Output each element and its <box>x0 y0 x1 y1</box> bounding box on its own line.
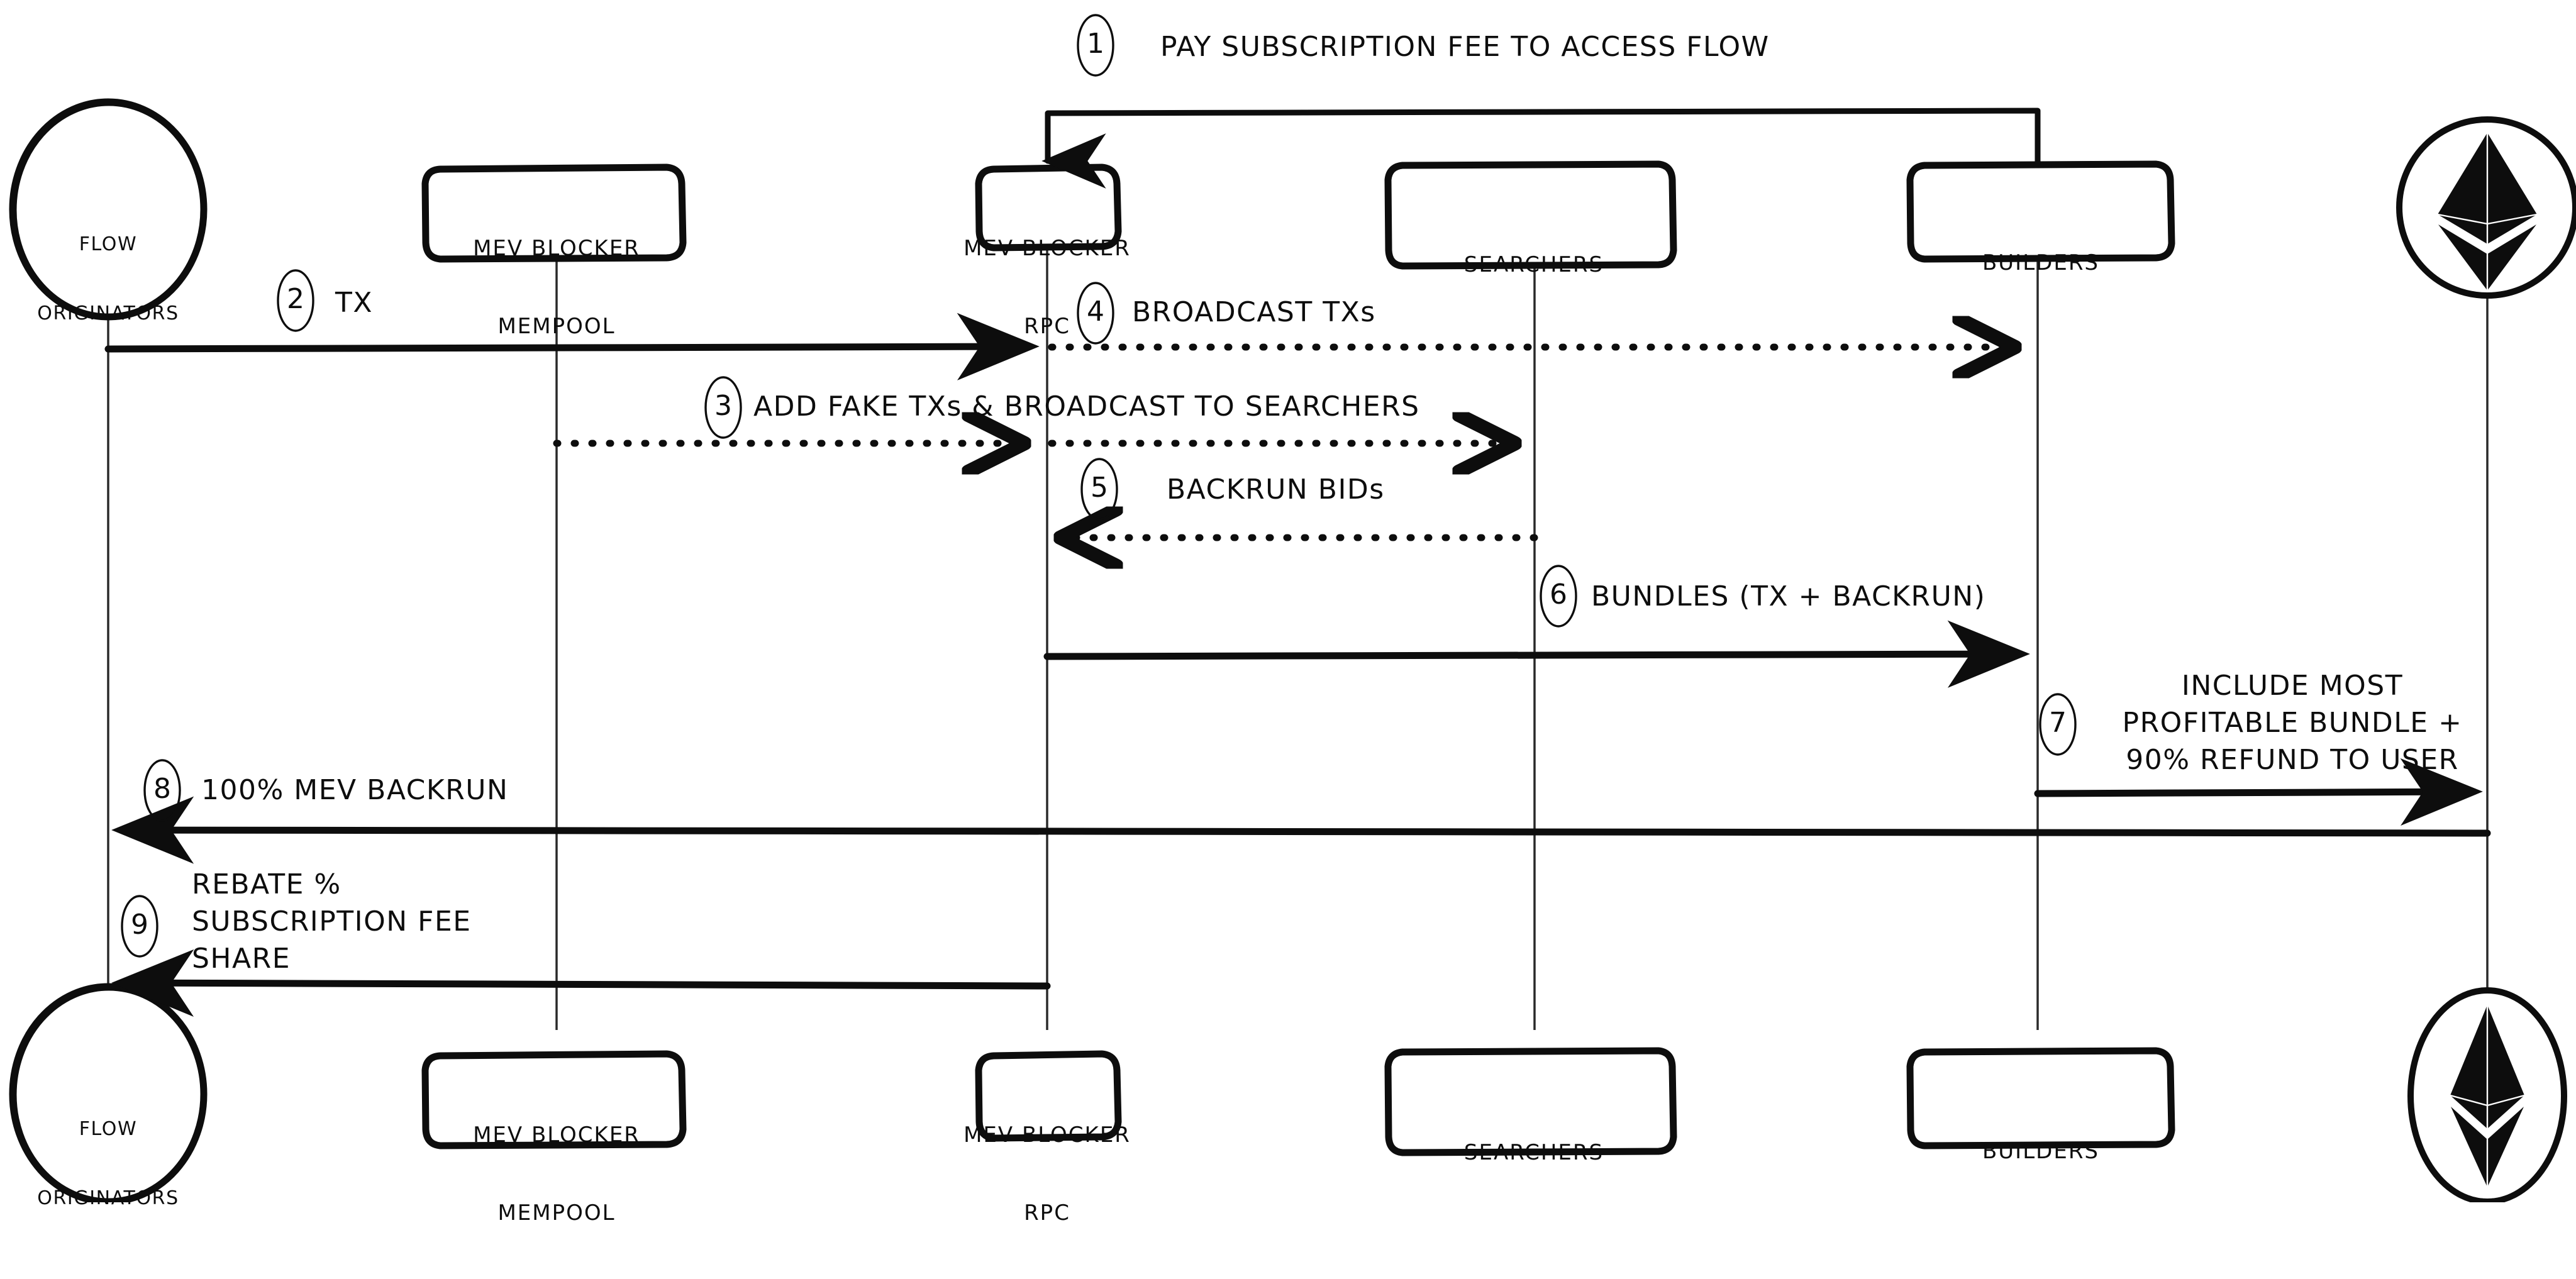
participant-shape-flow-bottom[interactable] <box>9 983 208 1202</box>
participant-shape-builders-top[interactable] <box>1906 160 2175 263</box>
seq-number-6: 6 <box>1550 579 1567 611</box>
message-label-1: PAY SUBSCRIPTION FEE TO ACCESS FLOW <box>1160 31 1770 63</box>
ethereum-logo-facets-bottom <box>2449 1004 2526 1188</box>
participant-label-builders-bottom-line1: BUILDERS <box>1982 1138 2100 1164</box>
diagram-svg <box>9 14 2576 1202</box>
message-arrow-8[interactable] <box>111 796 2491 864</box>
participant-label-rpc-bottom-line1: MEV BLOCKER <box>963 1122 1131 1148</box>
participant-label-rpc-bottom: MEV BLOCKER RPC <box>921 1070 1173 1279</box>
seq-badge-4[interactable] <box>1077 282 1114 345</box>
participant-label-flow-top: FLOW ORIGINATORS <box>26 187 190 372</box>
sequence-diagram-canvas: FLOW ORIGINATORS MEV BLOCKER MEMPOOL MEV… <box>9 14 2576 1226</box>
seq-badge-9[interactable] <box>121 895 158 958</box>
seq-number-9: 9 <box>131 909 148 941</box>
message-label-6: BUNDLES (TX + BACKRUN) <box>1591 580 1986 612</box>
message-label-9: REBATE % SUBSCRIPTION FEE SHARE <box>192 868 472 975</box>
participant-label-mempool-bottom-line1: MEV BLOCKER <box>473 1122 640 1148</box>
seq-number-5: 5 <box>1091 472 1108 504</box>
seq-number-7: 7 <box>2049 707 2067 739</box>
message-label-7: INCLUDE MOST PROFITABLE BUNDLE + 90% REF… <box>2122 670 2463 776</box>
seq-number-3: 3 <box>714 390 732 422</box>
seq-badge-6[interactable] <box>1540 565 1577 628</box>
participant-label-mempool-top: MEV BLOCKER MEMPOOL <box>431 184 682 392</box>
ethereum-logo-facets <box>2436 131 2538 292</box>
seq-number-2: 2 <box>287 283 304 315</box>
participant-label-searchers-bottom-line1: SEARCHERS <box>1463 1139 1604 1165</box>
seq-badge-3[interactable] <box>704 376 742 439</box>
participant-shape-rpc-bottom[interactable] <box>975 1050 1122 1142</box>
participant-label-searchers-top: SEARCHERS <box>1405 200 1663 330</box>
message-arrow-6[interactable] <box>1043 620 2030 688</box>
seq-badge-7[interactable] <box>2039 693 2077 756</box>
message-label-4: BROADCAST TXs <box>1132 296 1376 328</box>
participant-shapes-top <box>9 98 2576 321</box>
message-label-5: BACKRUN BIDs <box>1167 473 1385 506</box>
participant-label-searchers-top-line1: SEARCHERS <box>1463 252 1604 277</box>
participant-label-flow-bottom-line1: FLOW <box>79 1118 138 1141</box>
participant-label-builders-top: BUILDERS <box>1912 198 2170 328</box>
participant-label-mempool-top-line1: MEV BLOCKER <box>473 235 640 261</box>
lifelines <box>107 246 2489 1030</box>
participant-shape-searchers-bottom[interactable] <box>1384 1047 1677 1156</box>
seq-number-8: 8 <box>153 773 171 805</box>
seq-number-1: 1 <box>1087 28 1104 60</box>
participant-label-rpc-bottom-line2: RPC <box>1024 1200 1070 1226</box>
message-arrow-7[interactable] <box>2034 758 2483 826</box>
participant-label-flow-bottom: FLOW ORIGINATORS <box>26 1072 190 1256</box>
message-label-8: 100% MEV BACKRUN <box>201 774 509 806</box>
participant-shapes-bottom <box>9 983 2567 1202</box>
participant-label-searchers-bottom: SEARCHERS <box>1405 1088 1663 1218</box>
message-label-2: TX <box>335 287 374 319</box>
participant-label-mempool-top-line2: MEMPOOL <box>497 314 616 340</box>
participant-shape-flow-top[interactable] <box>9 98 208 321</box>
participant-label-mempool-bottom-line2: MEMPOOL <box>497 1200 616 1226</box>
participant-label-builders-bottom: BUILDERS <box>1912 1087 2170 1217</box>
seq-badge-5[interactable] <box>1080 458 1118 521</box>
participant-shape-mempool-top[interactable] <box>421 163 687 263</box>
participant-label-builders-top-line1: BUILDERS <box>1982 250 2100 275</box>
seq-badge-1[interactable] <box>1077 14 1114 77</box>
seq-number-4: 4 <box>1087 296 1104 328</box>
participant-label-mempool-bottom: MEV BLOCKER MEMPOOL <box>431 1070 682 1279</box>
message-arrow-9[interactable] <box>111 949 1051 1017</box>
participant-label-flow-top-line1: FLOW <box>79 233 138 256</box>
participant-shape-mempool-bottom[interactable] <box>421 1050 687 1149</box>
sequence-number-badges <box>121 14 2077 958</box>
participant-label-rpc-top-line1: MEV BLOCKER <box>963 235 1131 261</box>
participant-label-flow-top-line2: ORIGINATORS <box>37 302 179 324</box>
participant-shape-flow-bottom-inner <box>14 988 203 1201</box>
seq-badge-2[interactable] <box>277 269 314 332</box>
participant-label-rpc-top-line2: RPC <box>1024 314 1070 340</box>
participant-shape-builders-bottom[interactable] <box>1906 1047 2175 1149</box>
message-label-3: ADD FAKE TXs & BROADCAST TO SEARCHERS <box>753 390 1420 423</box>
seq-badge-8[interactable] <box>143 759 181 822</box>
participant-shape-flow-top-inner <box>14 104 203 316</box>
message-arrow-2[interactable] <box>104 313 1040 380</box>
participant-label-flow-bottom-line2: ORIGINATORS <box>37 1187 179 1209</box>
message-arrow-1[interactable] <box>1041 108 2041 189</box>
participant-label-rpc-top: MEV BLOCKER RPC <box>921 184 1173 392</box>
participant-shape-searchers-top[interactable] <box>1384 160 1677 270</box>
